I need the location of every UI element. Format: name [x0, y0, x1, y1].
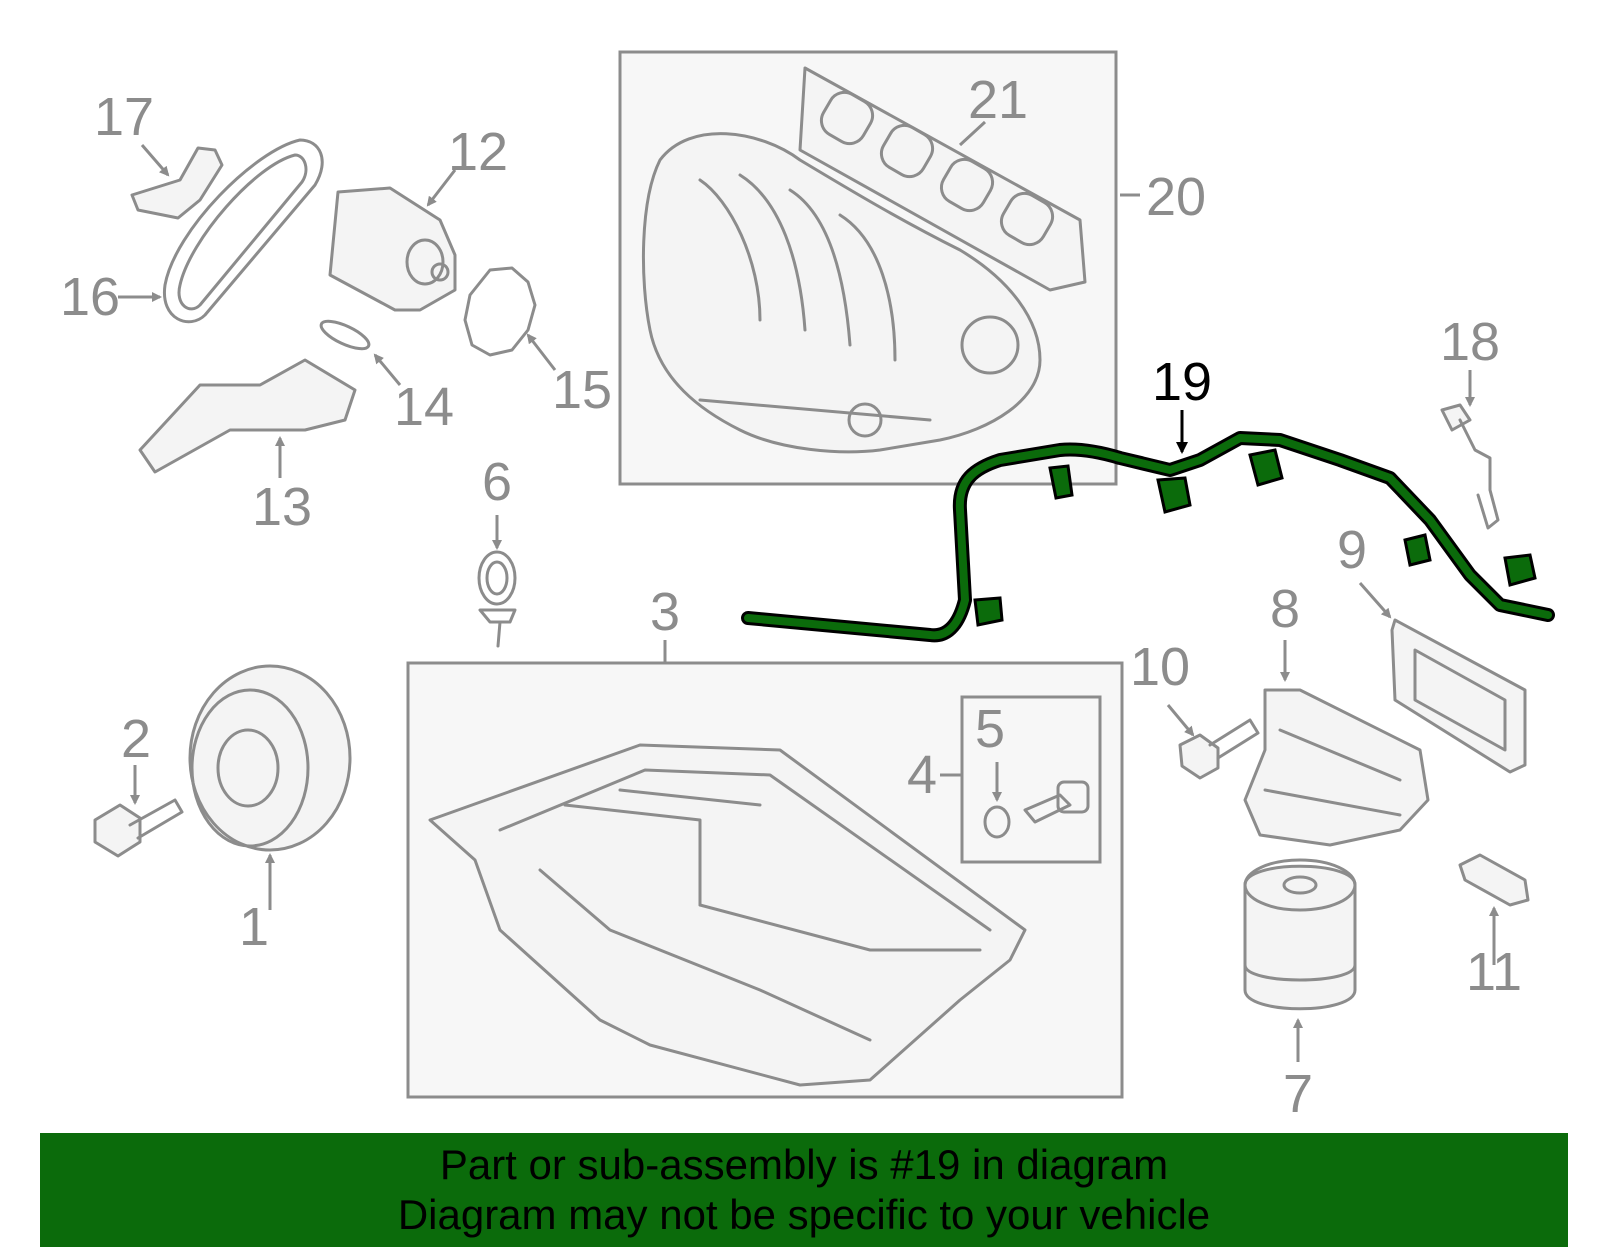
- oil-pan: [428, 743, 1027, 1087]
- oil-pump: [328, 169, 457, 312]
- pulley-bolt: [93, 765, 184, 858]
- callout-9: 9: [1337, 520, 1367, 580]
- part-4-box: [960, 695, 1102, 864]
- callout-13: 13: [252, 477, 312, 537]
- callout-19: 19: [1152, 352, 1212, 412]
- oil-pickup-tube: [138, 358, 357, 478]
- callout-20: 20: [1146, 167, 1206, 227]
- callout-5: 5: [975, 699, 1005, 759]
- drain-plug: [1023, 793, 1072, 824]
- callout-15: 15: [552, 360, 612, 420]
- callout-18: 18: [1440, 312, 1500, 372]
- oil-pump-sprocket: [463, 266, 557, 371]
- banner-line-disclaimer: Diagram may not be specific to your vehi…: [397, 1191, 1211, 1238]
- adapter-bolt: [1166, 704, 1260, 780]
- oil-filter-adapter: [1243, 640, 1430, 847]
- callout-2: 2: [121, 709, 151, 769]
- callout-21: 21: [968, 70, 1028, 130]
- oil-filter: [1243, 858, 1357, 1062]
- banner-line-part: Part or sub-assembly is #19 in diagram: [439, 1141, 1169, 1188]
- callout-1: 1: [239, 897, 269, 957]
- info-banner: Part or sub-assembly is #19 in diagram D…: [40, 1133, 1568, 1247]
- dipstick: [477, 515, 517, 648]
- callout-12: 12: [448, 122, 508, 182]
- callout-10: 10: [1130, 637, 1190, 697]
- oil-pump-chain: [118, 138, 324, 324]
- callout-4: 4: [907, 745, 937, 805]
- crank-pulley: [188, 664, 352, 910]
- callout-8: 8: [1270, 579, 1300, 639]
- oil-pan-group: [406, 640, 1124, 1099]
- sensor-18: [1440, 370, 1500, 530]
- wiring-harness-19: [741, 410, 1555, 643]
- chain-tensioner: [130, 144, 224, 220]
- callout-7: 7: [1283, 1064, 1313, 1124]
- intake-manifold: [641, 132, 1042, 454]
- callout-6: 6: [482, 452, 512, 512]
- callout-17: 17: [94, 87, 154, 147]
- callout-16: 16: [60, 267, 120, 327]
- adapter-gasket: [1358, 582, 1527, 774]
- oil-pressure-sensor: [1458, 853, 1530, 965]
- pickup-o-ring: [319, 319, 402, 386]
- callout-3: 3: [650, 582, 680, 642]
- intake-manifold-group: [618, 50, 1140, 486]
- drain-plug-washer: [983, 805, 1011, 839]
- callout-14: 14: [394, 377, 454, 437]
- callout-11: 11: [1466, 942, 1522, 1002]
